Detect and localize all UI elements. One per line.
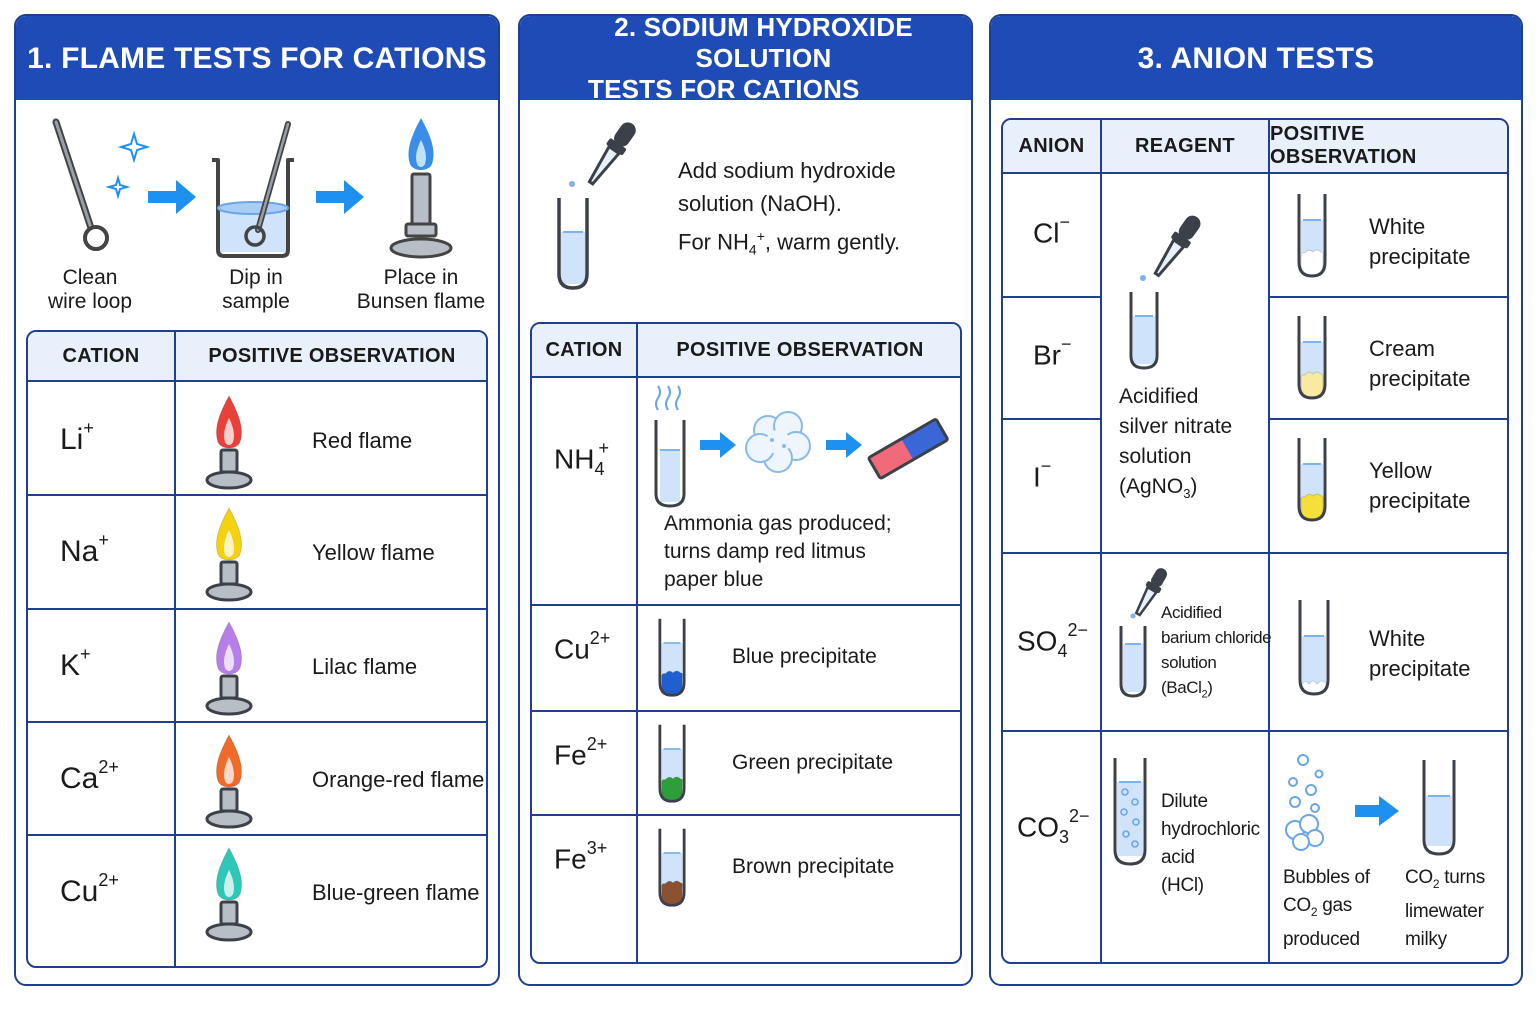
cation-ca: Ca2+ [60, 757, 119, 795]
obs1-line2: CO2 gas [1283, 895, 1352, 919]
arrow-icon [1355, 796, 1399, 826]
cation-nh4: NH4+ [554, 438, 609, 479]
precipitate-observation: Brown precipitate [732, 855, 895, 878]
anion-carbonate: CO32− [1017, 806, 1090, 847]
carbonate-reagent: Dilute hydrochloric acid (HCl) [1161, 791, 1260, 896]
intro-line1: Add sodium hydroxide [678, 158, 896, 183]
step-place-in-flame: Place in Bunsen flame [356, 266, 486, 313]
halide-observation: White precipitate [1369, 214, 1471, 269]
precipitate-tube-icon [658, 616, 686, 703]
naoh-intro: Add sodium hydroxide solution (NaOH). Fo… [678, 154, 900, 267]
sulfate-observation: White precipitate [1369, 626, 1471, 681]
ammonia-test-icon [654, 385, 949, 508]
flame-tests-title: 1. FLAME TESTS FOR CATIONS [16, 16, 498, 100]
flame-observation: Red flame [312, 428, 413, 453]
naoh-test-table: CATION POSITIVE OBSERVATION NH4+ [530, 322, 962, 964]
cation-fe-2plus: Fe2+ [554, 734, 608, 771]
cation-na: Na+ [60, 530, 109, 568]
flame-observation: Blue-green flame [312, 880, 480, 905]
step-dip-in-sample: Dip in sample [222, 266, 290, 313]
sulfate-reagent-line2: barium chloride [1161, 628, 1272, 647]
precipitate-tube-icon [1297, 432, 1327, 531]
anion-i: I− [1033, 456, 1052, 493]
beaker-icon [212, 121, 294, 258]
sulfate-reagent-line3: solution [1161, 653, 1217, 672]
header-positive-observation: POSITIVE OBSERVATION [1270, 123, 1417, 168]
cation-cu-2plus: Cu2+ [554, 628, 611, 665]
bunsen-burner-icon [389, 118, 453, 259]
intro-line3: For NH4+, warm gently. [678, 228, 901, 258]
flame-icon [204, 733, 254, 838]
halide-observation: Yellow precipitate [1369, 458, 1471, 513]
precipitate-tube-icon [658, 722, 686, 809]
anion-br: Br− [1033, 334, 1072, 371]
obs1-line3: produced [1283, 928, 1360, 950]
carbonate-observation-bubbles: Bubbles of CO2 gas produced [1283, 864, 1370, 954]
flame-observation: Lilac flame [312, 654, 418, 679]
halide-reagent: Acidified silver nitrate solution (AgNO3… [1119, 382, 1232, 509]
header-reagent: REAGENT [1135, 134, 1235, 157]
header-cation: CATION [62, 344, 140, 367]
wire-loop-icon [52, 118, 151, 251]
flame-observation: Yellow flame [312, 540, 435, 565]
header-positive-observation: POSITIVE OBSERVATION [676, 338, 924, 361]
anion-tests-panel: 3. ANION TESTS ANION REAGENT POSITIVE OB… [989, 14, 1523, 986]
white-precipitate-tube-icon [1298, 600, 1330, 696]
obs2-line1: CO2 turns [1405, 867, 1485, 891]
flame-test-table: CATION POSITIVE OBSERVATION Li+ Red flame… [26, 330, 488, 968]
anion-sulfate: SO42− [1017, 620, 1089, 661]
cation-fe-3plus: Fe3+ [554, 838, 608, 875]
carbonate-observation-limewater: CO2 turns limewater milky [1405, 864, 1485, 954]
halide-observation: Cream precipitate [1369, 336, 1471, 391]
barium-chloride-dropper-icon [1119, 568, 1167, 698]
precipitate-tube-icon [1297, 310, 1327, 409]
precipitate-observation: Green precipitate [732, 751, 894, 774]
flame-icon [204, 506, 254, 611]
obs2-line2: limewater [1405, 900, 1484, 922]
cation-cu: Cu2+ [60, 870, 119, 908]
arrow-icon [316, 180, 364, 214]
sulfate-reagent-line4: (BaCl2) [1161, 678, 1213, 701]
hydrochloric-acid-tube-icon [1113, 758, 1147, 866]
flame-icon [204, 394, 254, 499]
intro-line2: solution (NaOH). [678, 191, 842, 216]
header-positive-observation: POSITIVE OBSERVATION [208, 344, 456, 367]
cation-li: Li+ [60, 418, 94, 456]
step-clean-wire-loop: Clean wire loop [47, 266, 133, 313]
co2-bubbles-icon [1285, 754, 1324, 851]
reagent-line3: solution [1119, 445, 1192, 468]
naoh-title-line1: 2. SODIUM HYDROXIDE SOLUTION [614, 14, 913, 73]
sulfate-reagent: Acidified barium chloride solution (BaCl… [1161, 600, 1272, 707]
anion-cl: Cl− [1033, 212, 1070, 249]
sulfate-reagent-line1: Acidified [1161, 603, 1222, 622]
precipitate-tube-icon [658, 826, 686, 913]
obs2-line3: milky [1405, 928, 1447, 950]
naoh-title-line2: TESTS FOR CATIONS [588, 73, 860, 104]
precipitate-tube-icon [1297, 188, 1327, 287]
dropper-tube-icon [557, 122, 636, 290]
header-cation: CATION [545, 338, 623, 361]
anion-tests-title: 3. ANION TESTS [991, 16, 1521, 100]
arrow-icon [148, 180, 196, 214]
limewater-tube-icon [1422, 760, 1456, 856]
naoh-tests-panel: 2. SODIUM HYDROXIDE SOLUTION TESTS FOR C… [518, 14, 973, 986]
header-anion: ANION [1018, 134, 1085, 157]
flame-icon [204, 620, 254, 725]
reagent-line4: (AgNO3) [1119, 475, 1198, 502]
obs1-line1: Bubbles of [1283, 867, 1370, 888]
flame-observation: Orange-red flame [312, 767, 485, 792]
cation-k: K+ [60, 644, 91, 682]
reagent-line2: silver nitrate [1119, 415, 1233, 438]
flame-icon [204, 846, 254, 951]
precipitate-observation: Blue precipitate [732, 645, 877, 668]
naoh-tests-title: 2. SODIUM HYDROXIDE SOLUTION TESTS FOR C… [520, 14, 971, 104]
reagent-line1: Acidified [1119, 385, 1199, 408]
flame-tests-panel: 1. FLAME TESTS FOR CATIONS Clean wire lo… [14, 14, 500, 986]
ammonia-observation: Ammonia gas produced; turns damp red lit… [664, 512, 892, 591]
anion-test-table: ANION REAGENT POSITIVE OBSERVATION Acidi… [1001, 118, 1509, 964]
silver-nitrate-dropper-icon [1129, 215, 1201, 370]
